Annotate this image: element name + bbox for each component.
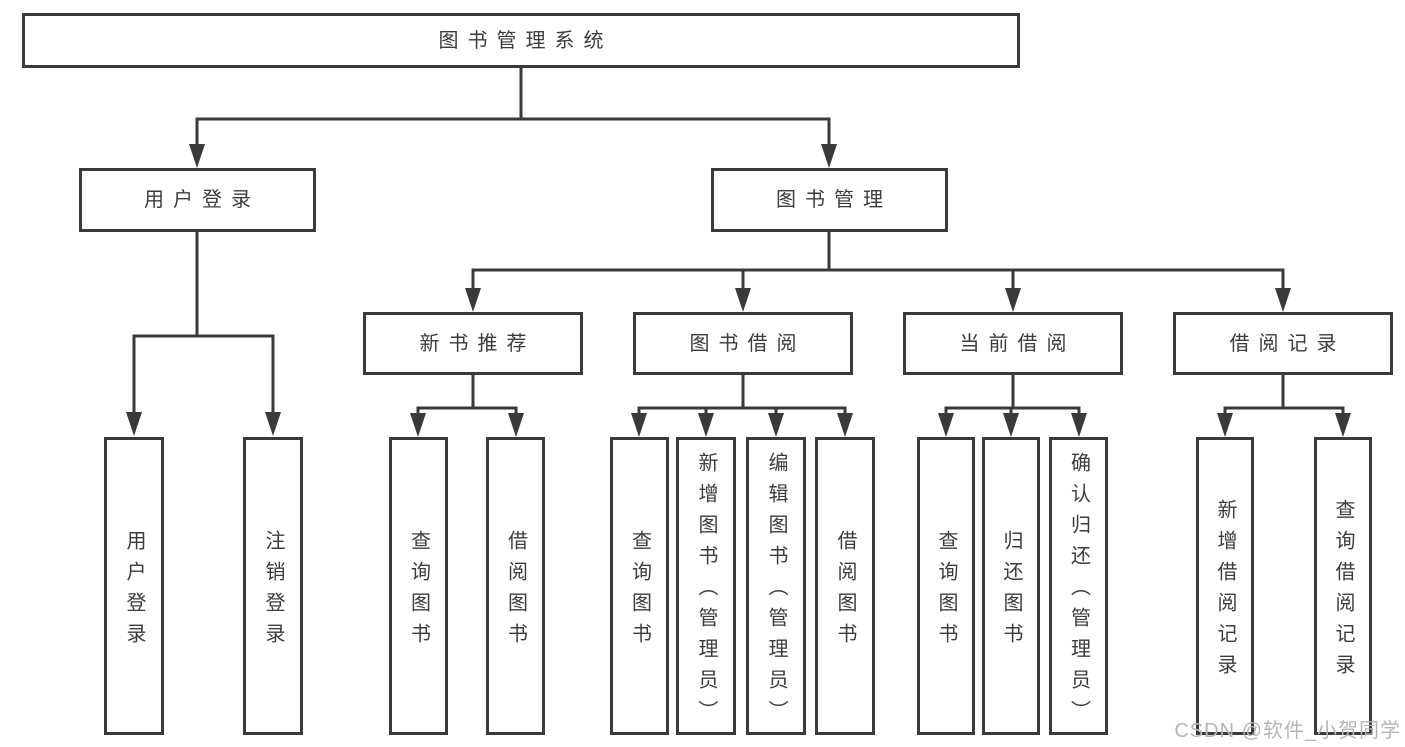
leaf-query-books-recommend-label: 查询图书 [407,529,430,654]
node-book-management-label: 图书管理 [776,189,892,211]
leaf-edit-book-admin-label: 编辑图书（管理员） [765,452,787,731]
watermark-csdn: CSDN @软件_小贺同学 [1174,720,1401,742]
node-user-login: 用户登录 [79,168,316,232]
leaf-borrow-books: 借阅图书 [815,437,875,735]
leaf-query-books-borrow: 查询图书 [610,437,669,735]
leaf-add-borrow-record: 新增借阅记录 [1196,437,1254,735]
leaf-add-book-admin-label: 新增图书（管理员） [695,452,717,731]
node-current-borrow-label: 当前借阅 [959,332,1076,355]
node-book-borrow: 图书借阅 [633,312,853,375]
leaf-borrow-books-recommend: 借阅图书 [486,437,545,735]
leaf-borrow-books-recommend-label: 借阅图书 [504,529,527,654]
leaf-return-book-label: 归还图书 [1000,529,1022,654]
leaf-edit-book-admin: 编辑图书（管理员） [746,437,806,735]
leaf-confirm-return-admin: 确认归还（管理员） [1049,437,1108,735]
leaf-logout-label: 注销登录 [262,529,284,654]
leaf-query-books-borrow-label: 查询图书 [628,529,651,654]
leaf-confirm-return-admin-label: 确认归还（管理员） [1067,452,1090,731]
leaf-query-borrow-record: 查询借阅记录 [1314,437,1372,735]
node-root-label: 图书管理系统 [438,29,613,52]
node-new-book-recommend: 新书推荐 [363,312,583,375]
leaf-return-book: 归还图书 [982,437,1040,735]
leaf-add-book-admin: 新增图书（管理员） [676,437,736,735]
leaf-user-login-label: 用户登录 [123,529,145,654]
node-root: 图书管理系统 [22,13,1020,68]
node-book-management: 图书管理 [711,168,948,232]
node-book-borrow-label: 图书借阅 [689,332,806,355]
node-new-book-recommend-label: 新书推荐 [419,332,536,355]
leaf-query-books-current: 查询图书 [917,437,975,735]
leaf-query-borrow-record-label: 查询借阅记录 [1332,498,1354,685]
leaf-borrow-books-label: 借阅图书 [834,529,856,654]
node-borrow-record: 借阅记录 [1173,312,1393,375]
leaf-logout: 注销登录 [243,437,303,735]
leaf-query-books-current-label: 查询图书 [935,529,957,654]
leaf-user-login: 用户登录 [104,437,164,735]
leaf-query-books-recommend: 查询图书 [389,437,448,735]
leaf-add-borrow-record-label: 新增借阅记录 [1214,498,1236,685]
node-user-login-label: 用户登录 [144,189,260,211]
node-current-borrow: 当前借阅 [903,312,1123,375]
node-borrow-record-label: 借阅记录 [1229,332,1346,355]
